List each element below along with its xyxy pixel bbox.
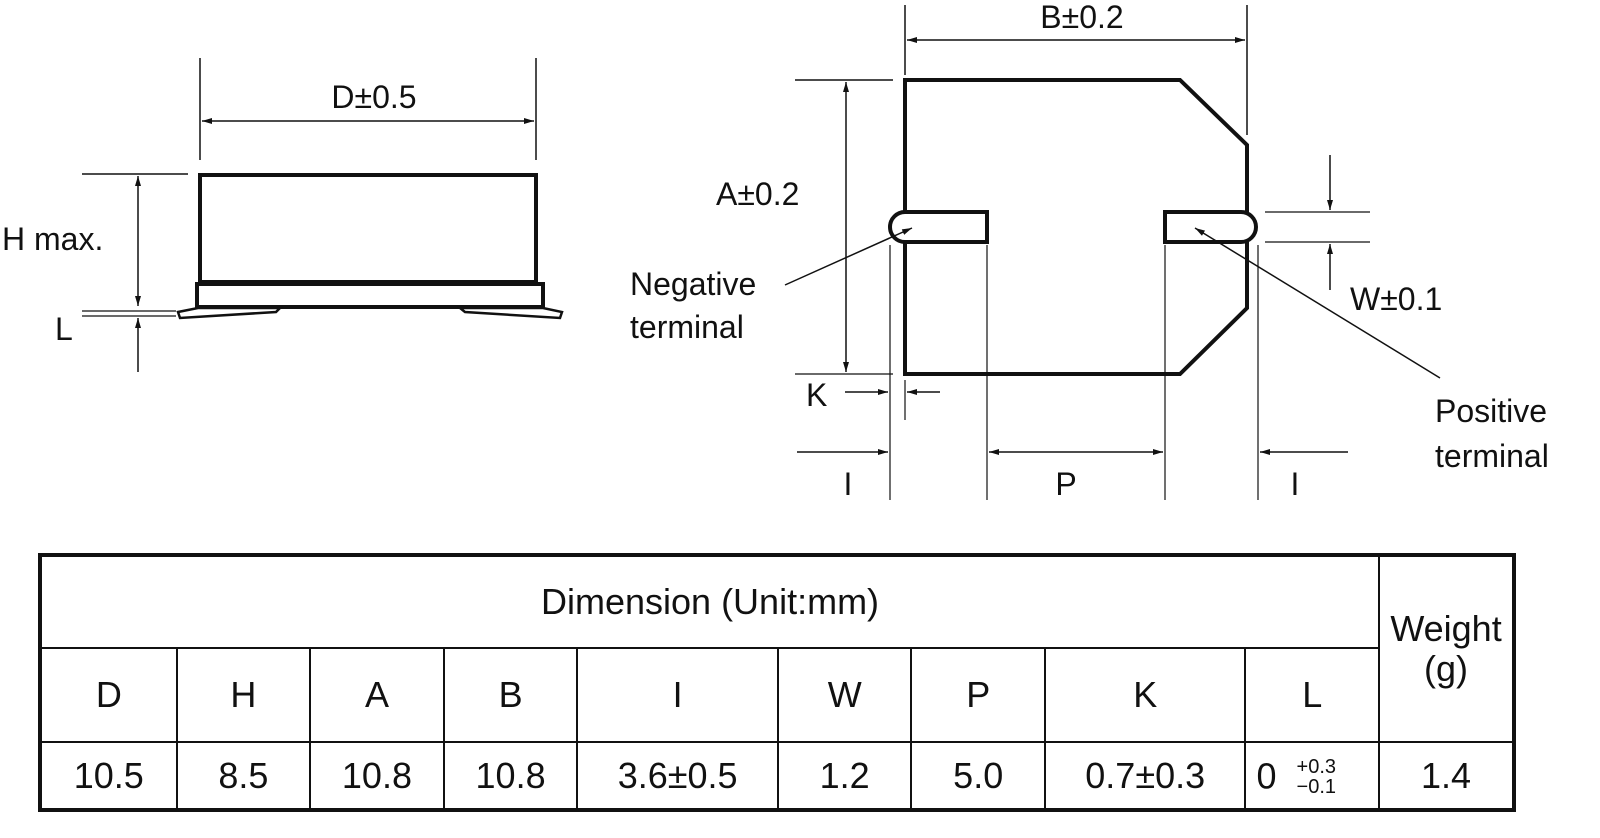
cell: 3.6±0.5 — [576, 741, 779, 811]
negative-terminal-label-1: Negative — [630, 266, 756, 302]
h-label: H max. — [2, 221, 103, 257]
a-label: A±0.2 — [716, 176, 799, 212]
l-value: 0 — [1256, 755, 1277, 797]
cell: 10.5 — [39, 741, 178, 811]
cell: 10.8 — [309, 741, 445, 811]
lead-right — [456, 306, 564, 320]
col-header: H — [175, 647, 312, 743]
weight-value: 1.4 — [1378, 741, 1515, 811]
positive-terminal-label-1: Positive — [1435, 393, 1547, 429]
col-header: P — [910, 647, 1046, 743]
col-header: B — [442, 647, 579, 743]
i-label-right: I — [1291, 466, 1300, 502]
negative-terminal-label-2: terminal — [630, 309, 744, 345]
d-label: D±0.5 — [331, 79, 416, 115]
weight-header: Weight (g) — [1378, 554, 1515, 743]
col-header: K — [1043, 647, 1247, 743]
positive-terminal-label-2: terminal — [1435, 438, 1549, 474]
positive-terminal — [1163, 210, 1258, 244]
cell: 0.7±0.3 — [1043, 741, 1247, 811]
side-view: D±0.5 H max. L — [2, 58, 564, 372]
table-header-row: D H A B I W P K L — [39, 647, 1514, 743]
w-label: W±0.1 — [1350, 281, 1442, 317]
cell-l: 0 +0.3 −0.1 — [1244, 741, 1381, 811]
negative-terminal — [888, 210, 989, 244]
col-header: A — [309, 647, 445, 743]
lead-left — [176, 306, 284, 320]
col-header: D — [39, 647, 178, 743]
b-label: B±0.2 — [1040, 0, 1123, 35]
l-label: L — [55, 311, 73, 347]
cell: 5.0 — [910, 741, 1046, 811]
weight-header-unit: (g) — [1424, 648, 1469, 689]
p-label: P — [1055, 466, 1076, 502]
cell: 8.5 — [175, 741, 312, 811]
col-header: L — [1244, 647, 1381, 743]
dimension-drawing: D±0.5 H max. L B±0.2 A±0.2 W±0.1 K I — [2, 0, 1549, 502]
capacitor-body — [198, 173, 538, 284]
weight-header-label: Weight — [1390, 608, 1502, 649]
cell: 10.8 — [442, 741, 579, 811]
col-header: W — [776, 647, 913, 743]
k-label: K — [806, 377, 827, 413]
capacitor-outline — [903, 78, 1249, 376]
l-tol-minus: −0.1 — [1296, 775, 1337, 798]
i-label-left: I — [844, 466, 853, 502]
table-row: 10.5 8.5 10.8 10.8 3.6±0.5 1.2 5.0 0.7±0… — [39, 741, 1515, 811]
dimension-table: Dimension (Unit:mm) Weight (g) D H A B I… — [38, 553, 1516, 812]
dimension-header: Dimension (Unit:mm) — [38, 554, 1381, 649]
col-header: I — [576, 647, 779, 743]
top-view: B±0.2 A±0.2 W±0.1 K I P I Negative termi… — [630, 0, 1549, 502]
cell: 1.2 — [776, 741, 913, 811]
capacitor-base — [195, 282, 545, 309]
l-tolerance: +0.3 −0.1 — [1297, 757, 1336, 797]
l-tol-plus: +0.3 — [1296, 755, 1337, 778]
